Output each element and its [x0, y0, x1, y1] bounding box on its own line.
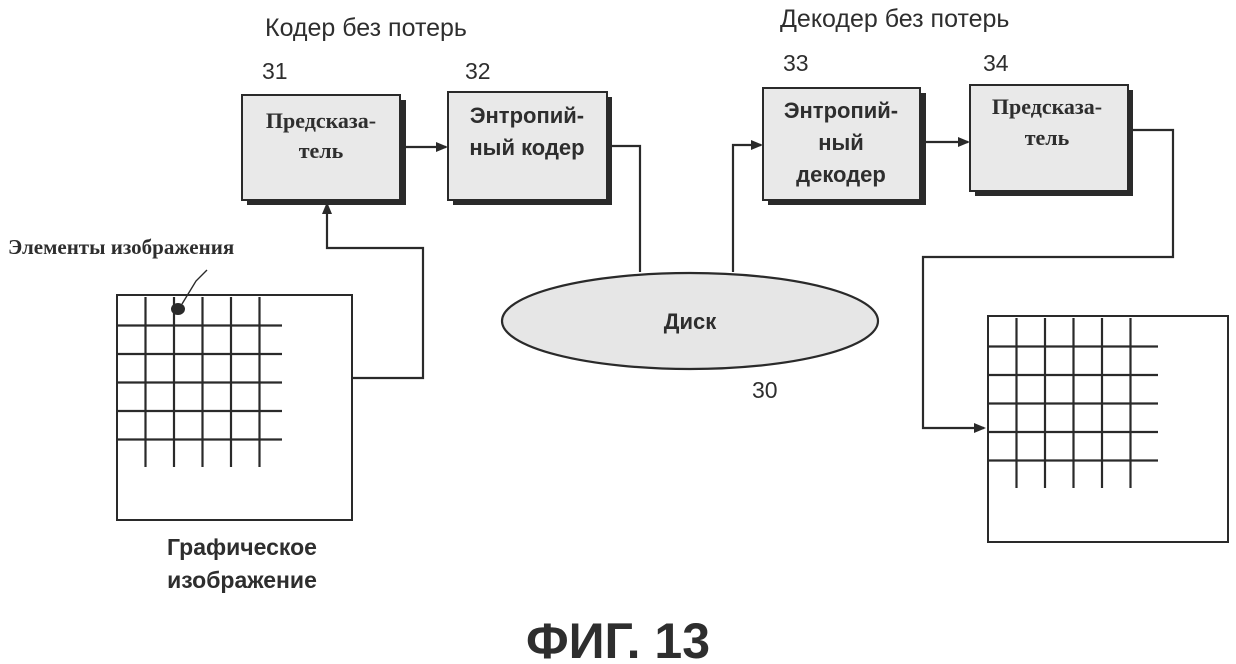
figure-caption: ФИГ. 13	[526, 613, 710, 664]
pixel-elements-label: Элементы изображения	[8, 235, 234, 259]
arrow-image-to-predictor-31	[322, 202, 425, 380]
decoder-heading: Декодер без потерь	[780, 5, 1009, 33]
pixel-element-dot	[171, 303, 185, 315]
block-number-34: 34	[983, 50, 1009, 76]
predictor-34-label-line1: Предсказа-	[992, 94, 1102, 119]
block-number-32: 32	[465, 58, 491, 84]
source-image-caption-line2: изображение	[167, 567, 317, 593]
pixel-pointer-line	[181, 269, 208, 305]
arrow-disk-to-33	[731, 140, 763, 272]
source-image-pixel-grid	[117, 297, 282, 467]
predictor-34-label-line2: тель	[1025, 125, 1070, 150]
disk-storage: Диск	[500, 271, 880, 371]
entropy-coder-block-32: Энтропий- ный кодер	[447, 91, 612, 205]
predictor-31-label-line2: тель	[299, 138, 344, 163]
predictor-block-34: Предсказа- тель	[969, 84, 1133, 196]
entropy-coder-label-line2: ный кодер	[469, 135, 584, 160]
source-image	[116, 269, 353, 521]
encoder-heading: Кодер без потерь	[265, 14, 467, 42]
predictor-block-31: Предсказа- тель	[241, 94, 406, 205]
block-number-31: 31	[262, 58, 288, 84]
predictor-31-label-line1: Предсказа-	[266, 108, 376, 133]
source-image-caption-line1: Графическое	[167, 534, 317, 560]
block-number-33: 33	[783, 50, 809, 76]
disk-label: Диск	[664, 309, 717, 334]
entropy-decoder-label-line1: Энтропий-	[784, 98, 898, 123]
entropy-decoder-block-33: Энтропий- ный декодер	[762, 87, 926, 205]
entropy-decoder-label-line2: ный	[818, 130, 864, 155]
reconstructed-image	[987, 315, 1229, 543]
entropy-decoder-label-line3: декодер	[796, 162, 886, 187]
disk-number-30: 30	[752, 377, 778, 403]
reconstructed-image-pixel-grid	[988, 318, 1158, 488]
entropy-coder-label-line1: Энтропий-	[470, 103, 584, 128]
connector-32-to-disk	[612, 144, 642, 272]
arrow-34-to-output-image	[921, 128, 1175, 433]
